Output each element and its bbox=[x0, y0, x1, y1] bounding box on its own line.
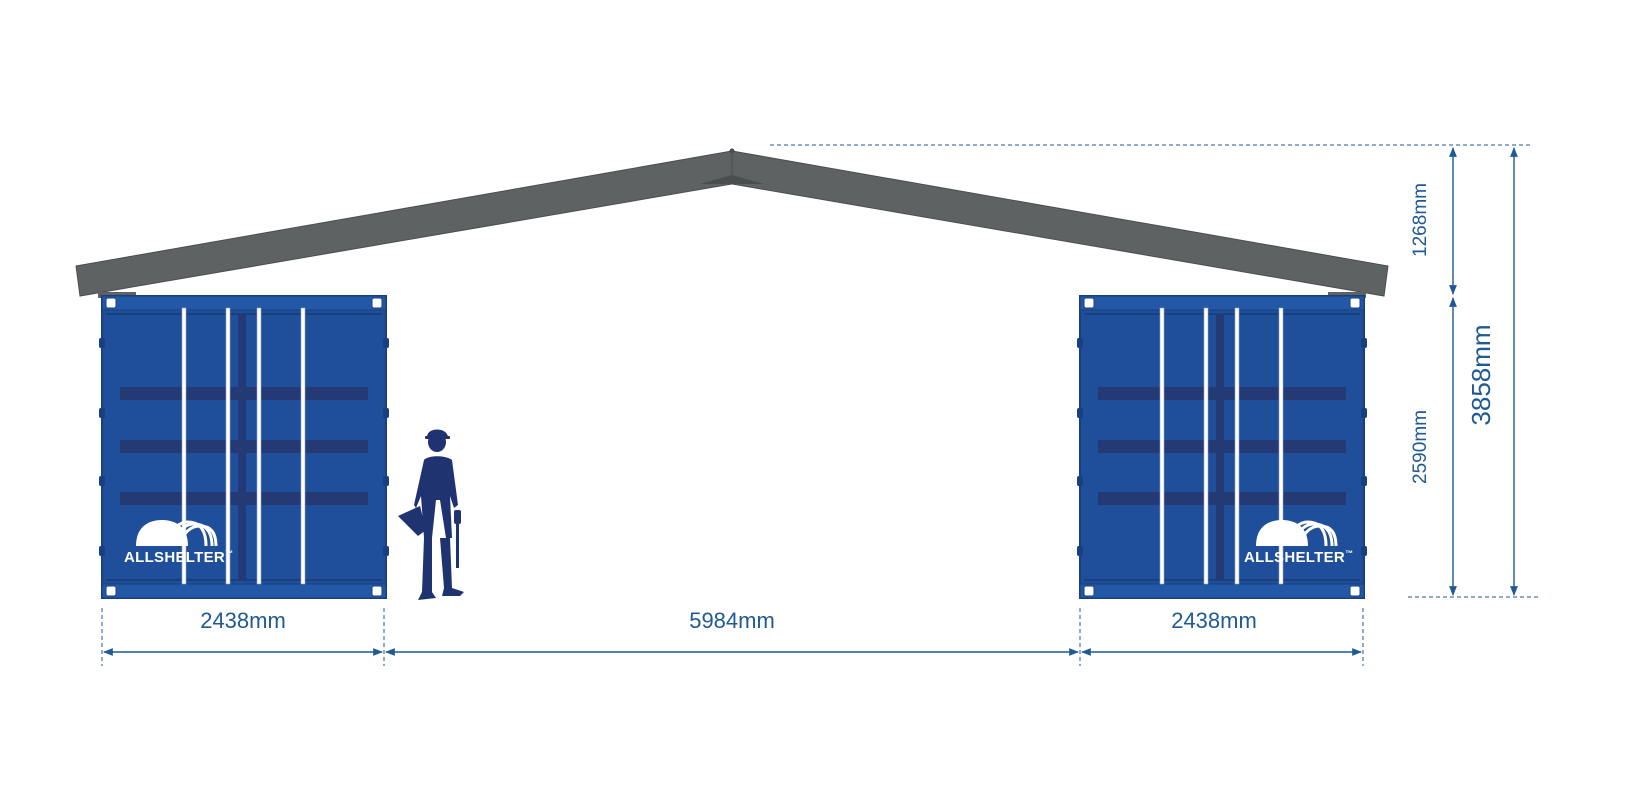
dim-gap-width: 5984mm bbox=[689, 608, 775, 633]
dim-left-container-width: 2438mm bbox=[200, 608, 286, 633]
dim-container-height: 2590mm bbox=[1410, 410, 1431, 484]
height-dimensions: 1268mm 2590mm 3858mm bbox=[770, 144, 1538, 598]
container-left: ALLSHELTER™ bbox=[98, 295, 390, 599]
person-icon bbox=[398, 429, 464, 600]
dim-right-container-width: 2438mm bbox=[1171, 608, 1257, 633]
dim-total-height: 3858mm bbox=[1466, 324, 1496, 425]
dim-roof-rise: 1268mm bbox=[1410, 183, 1431, 257]
brand-text: ALLSHELTER™ bbox=[1244, 549, 1353, 566]
brand-text: ALLSHELTER™ bbox=[124, 549, 233, 566]
brand-logo-right: ALLSHELTER™ bbox=[1244, 518, 1353, 566]
width-dimensions: 2438mm 5984mm 2438mm bbox=[101, 608, 1364, 666]
container-right: ALLSHELTER™ bbox=[1076, 295, 1368, 599]
roof-truss bbox=[75, 148, 1389, 298]
brand-logo-left: ALLSHELTER™ bbox=[124, 518, 233, 566]
